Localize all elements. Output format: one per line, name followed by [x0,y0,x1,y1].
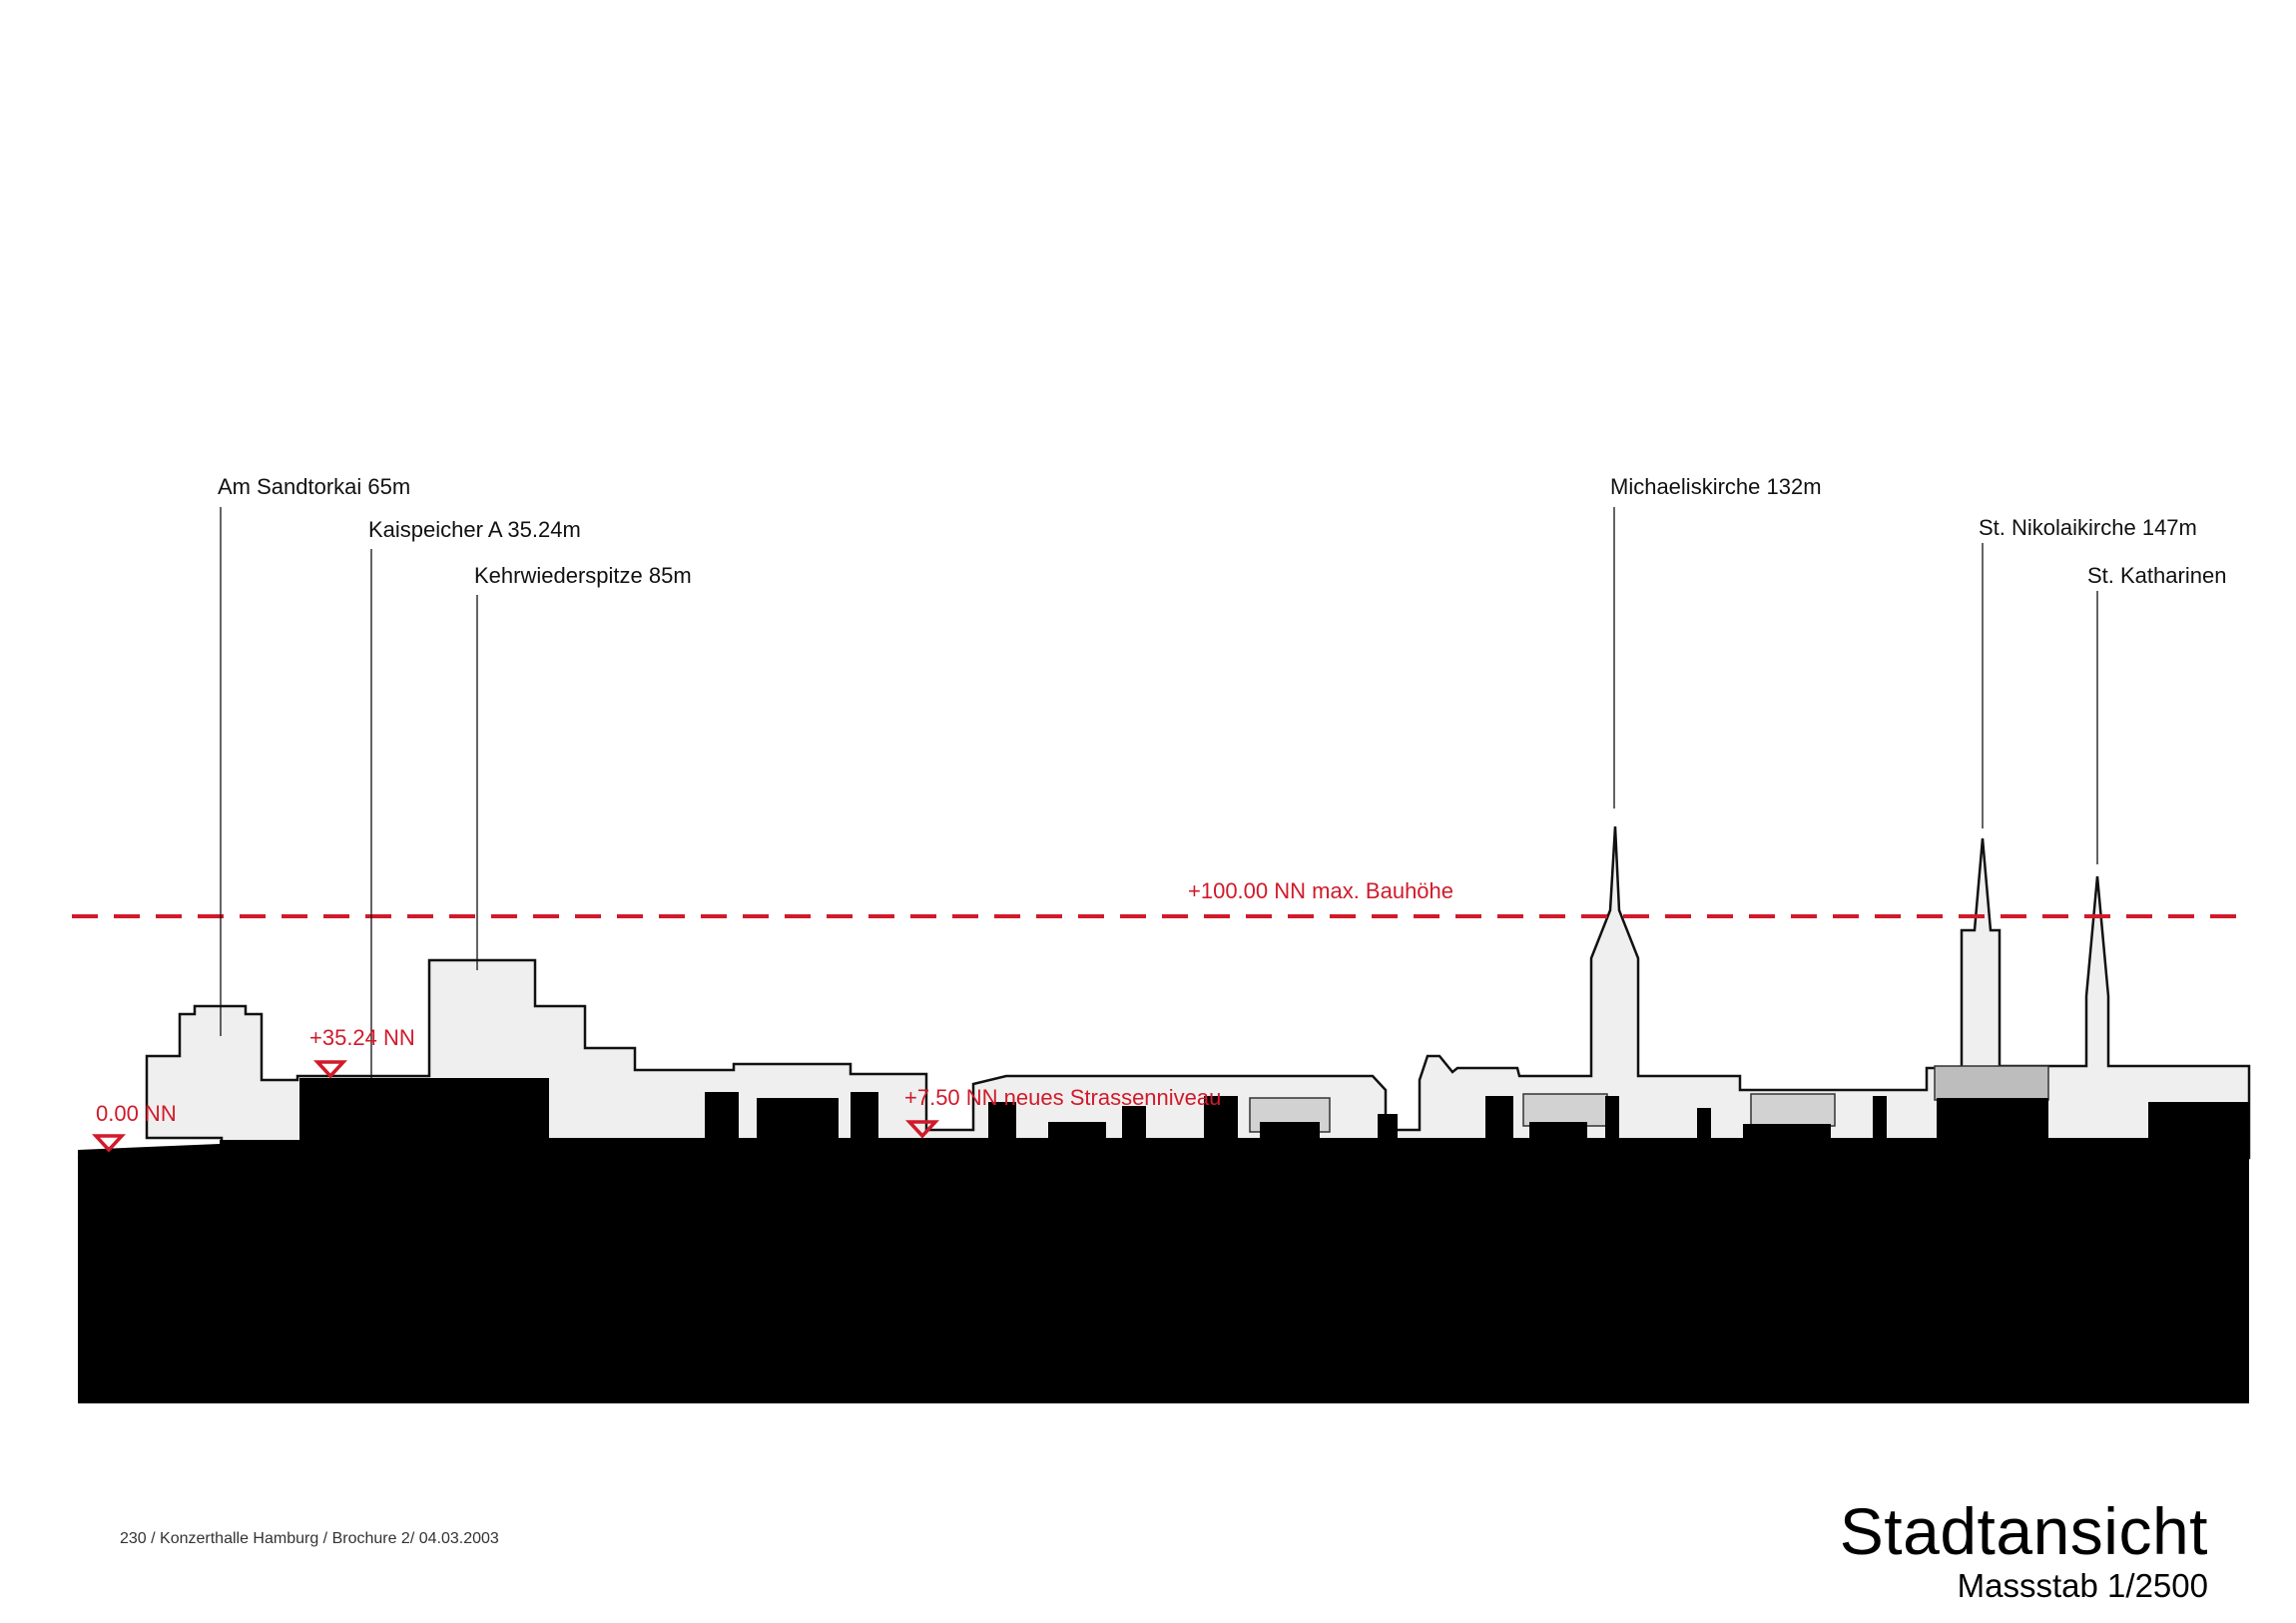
label-st-nikolaikirche: St. Nikolaikirche 147m [1979,515,2197,540]
scale-note: Massstab 1/2500 [1957,1567,2208,1604]
label-street-level: +7.50 NN neues Strassenniveau [904,1085,1222,1110]
skyline-silhouette [77,825,2251,1160]
level-marker-kaispeicher [312,1060,348,1079]
label-kaispeicher-level: +35.24 NN [309,1025,415,1050]
label-michaeliskirche: Michaeliskirche 132m [1610,474,1822,499]
building-block-dark [1750,1093,1836,1127]
level-marker-water [91,1134,127,1153]
page-title: Stadtansicht [1839,1494,2208,1568]
building-block-dark [1934,1065,2049,1101]
footer-note: 230 / Konzerthalle Hamburg / Brochure 2/… [120,1530,499,1547]
label-kehrwiederspitze: Kehrwiederspitze 85m [474,563,692,588]
building-block-dark [1522,1093,1608,1127]
label-kaispeicher: Kaispeicher A 35.24m [368,517,581,542]
ground-section [78,1078,2249,1403]
level-marker-street [904,1120,940,1139]
label-max-height: +100.00 NN max. Bauhöhe [1188,878,1454,903]
label-st-katharinen: St. Katharinen [2087,563,2227,588]
label-water-level: 0.00 NN [96,1101,177,1126]
label-am-sandtorkai: Am Sandtorkai 65m [218,474,411,499]
